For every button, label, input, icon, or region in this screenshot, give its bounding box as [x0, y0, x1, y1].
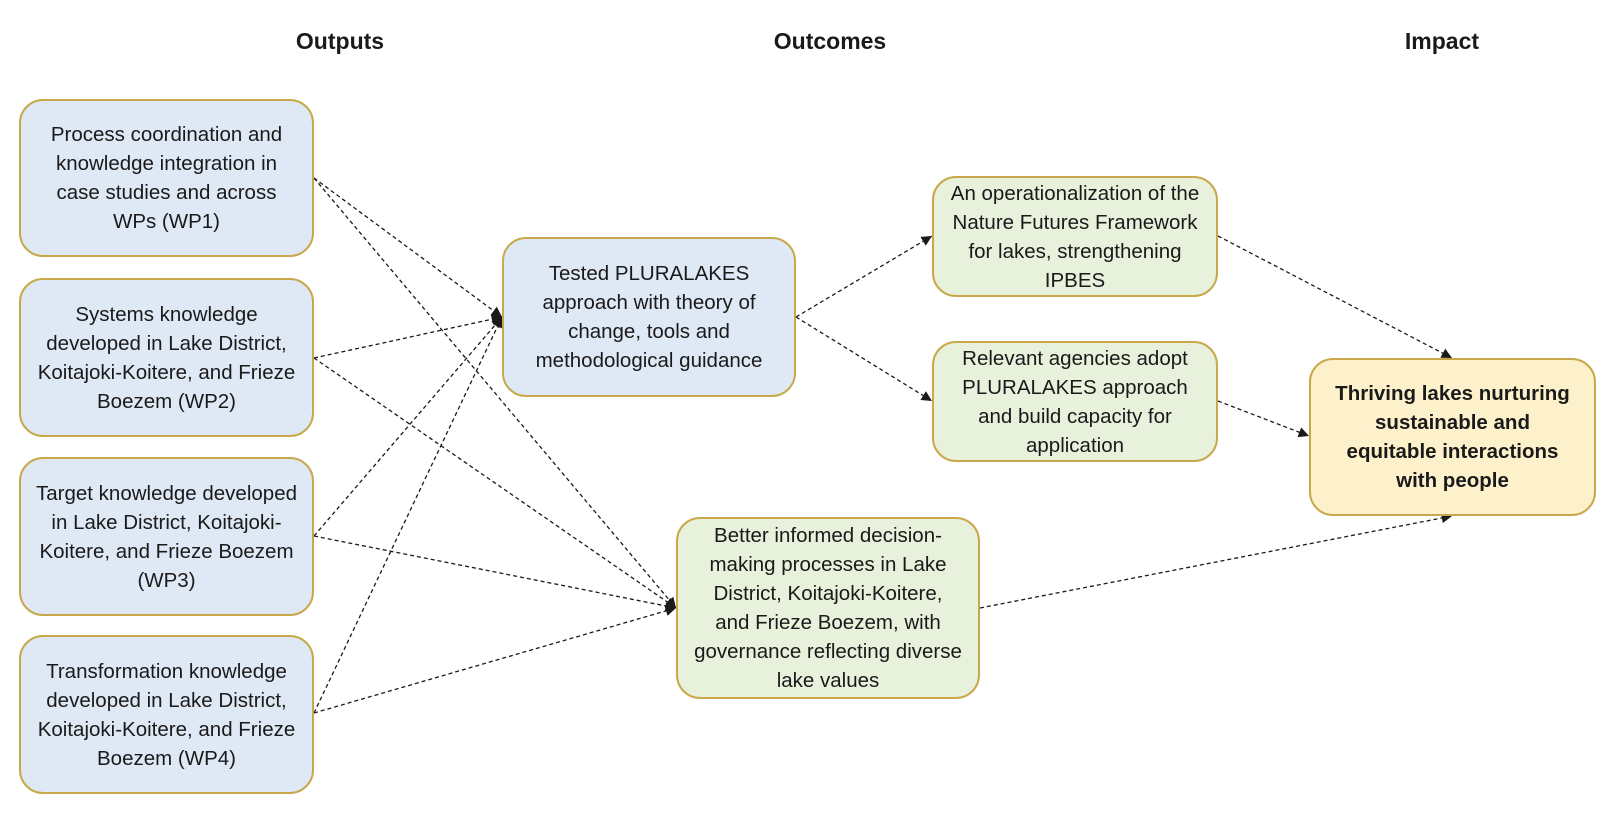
output-box-wp2: Systems knowledge developed in Lake Dist…	[19, 278, 314, 437]
outcome-box-decision-making: Better informed decision-making processe…	[676, 517, 980, 699]
output-box-wp1: Process coordination and knowledge integ…	[19, 99, 314, 257]
output-text-wp1: Process coordination and knowledge integ…	[50, 123, 283, 233]
arrow-tested-to-agencies	[795, 316, 933, 402]
arrow-wp3-to-tested	[313, 316, 503, 537]
output-box-wp3: Target knowledge developed in Lake Distr…	[19, 457, 314, 616]
outcome-text-agencies: Relevant agencies adopt PLURALAKES appro…	[962, 346, 1188, 457]
outcome-text-nature-futures: An operationalization of the Nature Futu…	[950, 181, 1200, 292]
outcome-box-tested-approach: Tested PLURALAKES approach with theory o…	[502, 237, 796, 397]
output-text-wp3: Target knowledge developed in Lake Distr…	[36, 481, 297, 592]
arrow-wp2-to-decision	[313, 357, 677, 609]
arrow-tested-to-nature-futures	[795, 235, 933, 318]
outcome-text-decision-making: Better informed decision-making processe…	[694, 524, 962, 692]
arrow-nature-futures-to-impact	[1217, 235, 1453, 359]
outcome-box-agencies: Relevant agencies adopt PLURALAKES appro…	[932, 341, 1218, 462]
arrow-wp4-to-decision	[313, 605, 677, 714]
impact-text: Thriving lakes nurturing sustainable and…	[1335, 382, 1570, 492]
arrow-decision-to-impact	[979, 512, 1453, 609]
arrow-wp4-to-tested	[313, 316, 503, 714]
header-impact: Impact	[1404, 28, 1480, 54]
impact-box: Thriving lakes nurturing sustainable and…	[1309, 358, 1596, 516]
arrow-agencies-to-impact	[1217, 400, 1310, 438]
header-outputs: Outputs	[295, 28, 385, 54]
arrow-wp2-to-tested	[313, 314, 503, 359]
output-text-wp4: Transformation knowledge developed in La…	[37, 659, 296, 770]
header-outcomes: Outcomes	[773, 28, 887, 54]
arrow-wp1-to-tested	[313, 177, 503, 318]
output-text-wp2: Systems knowledge developed in Lake Dist…	[37, 302, 296, 413]
outcome-text-tested-approach: Tested PLURALAKES approach with theory o…	[535, 262, 763, 372]
arrow-wp3-to-decision	[313, 535, 677, 612]
arrow-wp1-to-decision	[313, 177, 677, 609]
outcome-box-nature-futures: An operationalization of the Nature Futu…	[932, 176, 1218, 297]
output-box-wp4: Transformation knowledge developed in La…	[19, 635, 314, 794]
